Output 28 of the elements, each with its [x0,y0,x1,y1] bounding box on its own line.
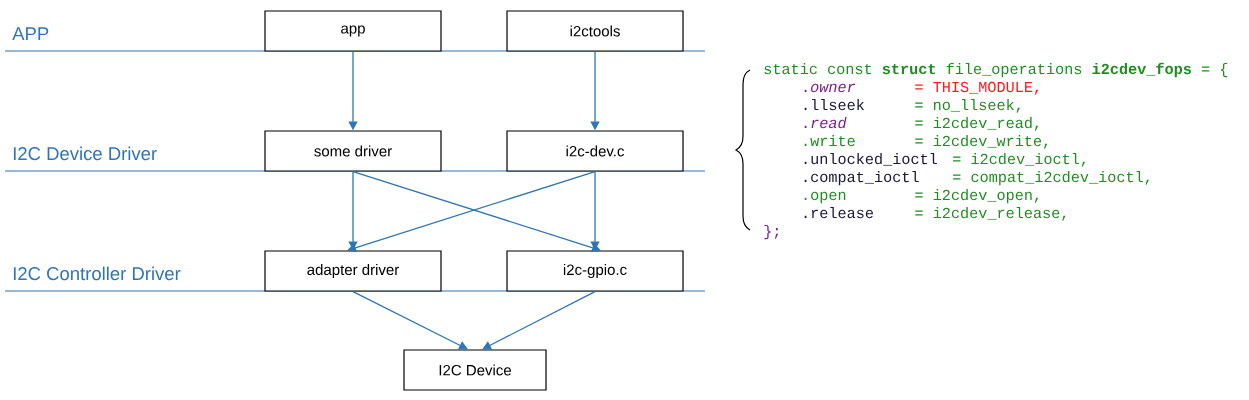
process-box: I2C Device [403,349,547,391]
process-box: adapter driver [264,250,442,292]
process-box: some driver [264,130,442,172]
code-text: = compat_i2cdev_ioctl, [953,171,1149,186]
code-text: .write [804,135,855,147]
code-text: = i2cdev_write, [915,135,1048,149]
process-box: app [264,10,442,52]
layer-name: APP [12,27,49,40]
process-box: i2ctools [506,10,684,52]
code-text: = i2cdev_ioctl, [953,153,1086,167]
layer-name: I2C Controller Driver [13,266,181,281]
code-text: = i2cdev_release, [915,207,1066,221]
code-text: .compat_ioctl [804,171,919,186]
code-text: .owner [804,83,856,93]
code-text: static const struct file_operations i2cdev_fops = { [764,62,1228,78]
code-text: = i2cdev_open, [915,189,1039,204]
code-text: = i2cdev_read, [915,117,1039,131]
layer-name: I2C Device Driver [13,146,157,161]
code-text: .llseek [804,99,865,111]
code-text: .unlocked_ioctl [804,153,937,166]
process-box: i2c-gpio.c [506,250,684,292]
code-text: = THIS_MODULE, [915,81,1039,95]
code-text: .open [804,191,846,204]
code-text: .release [804,207,873,219]
code-text: .read [804,117,847,129]
process-box: i2c-dev.c [506,130,684,172]
code-text: = no_llseek, [915,99,1020,113]
code-text: }; [764,225,779,240]
